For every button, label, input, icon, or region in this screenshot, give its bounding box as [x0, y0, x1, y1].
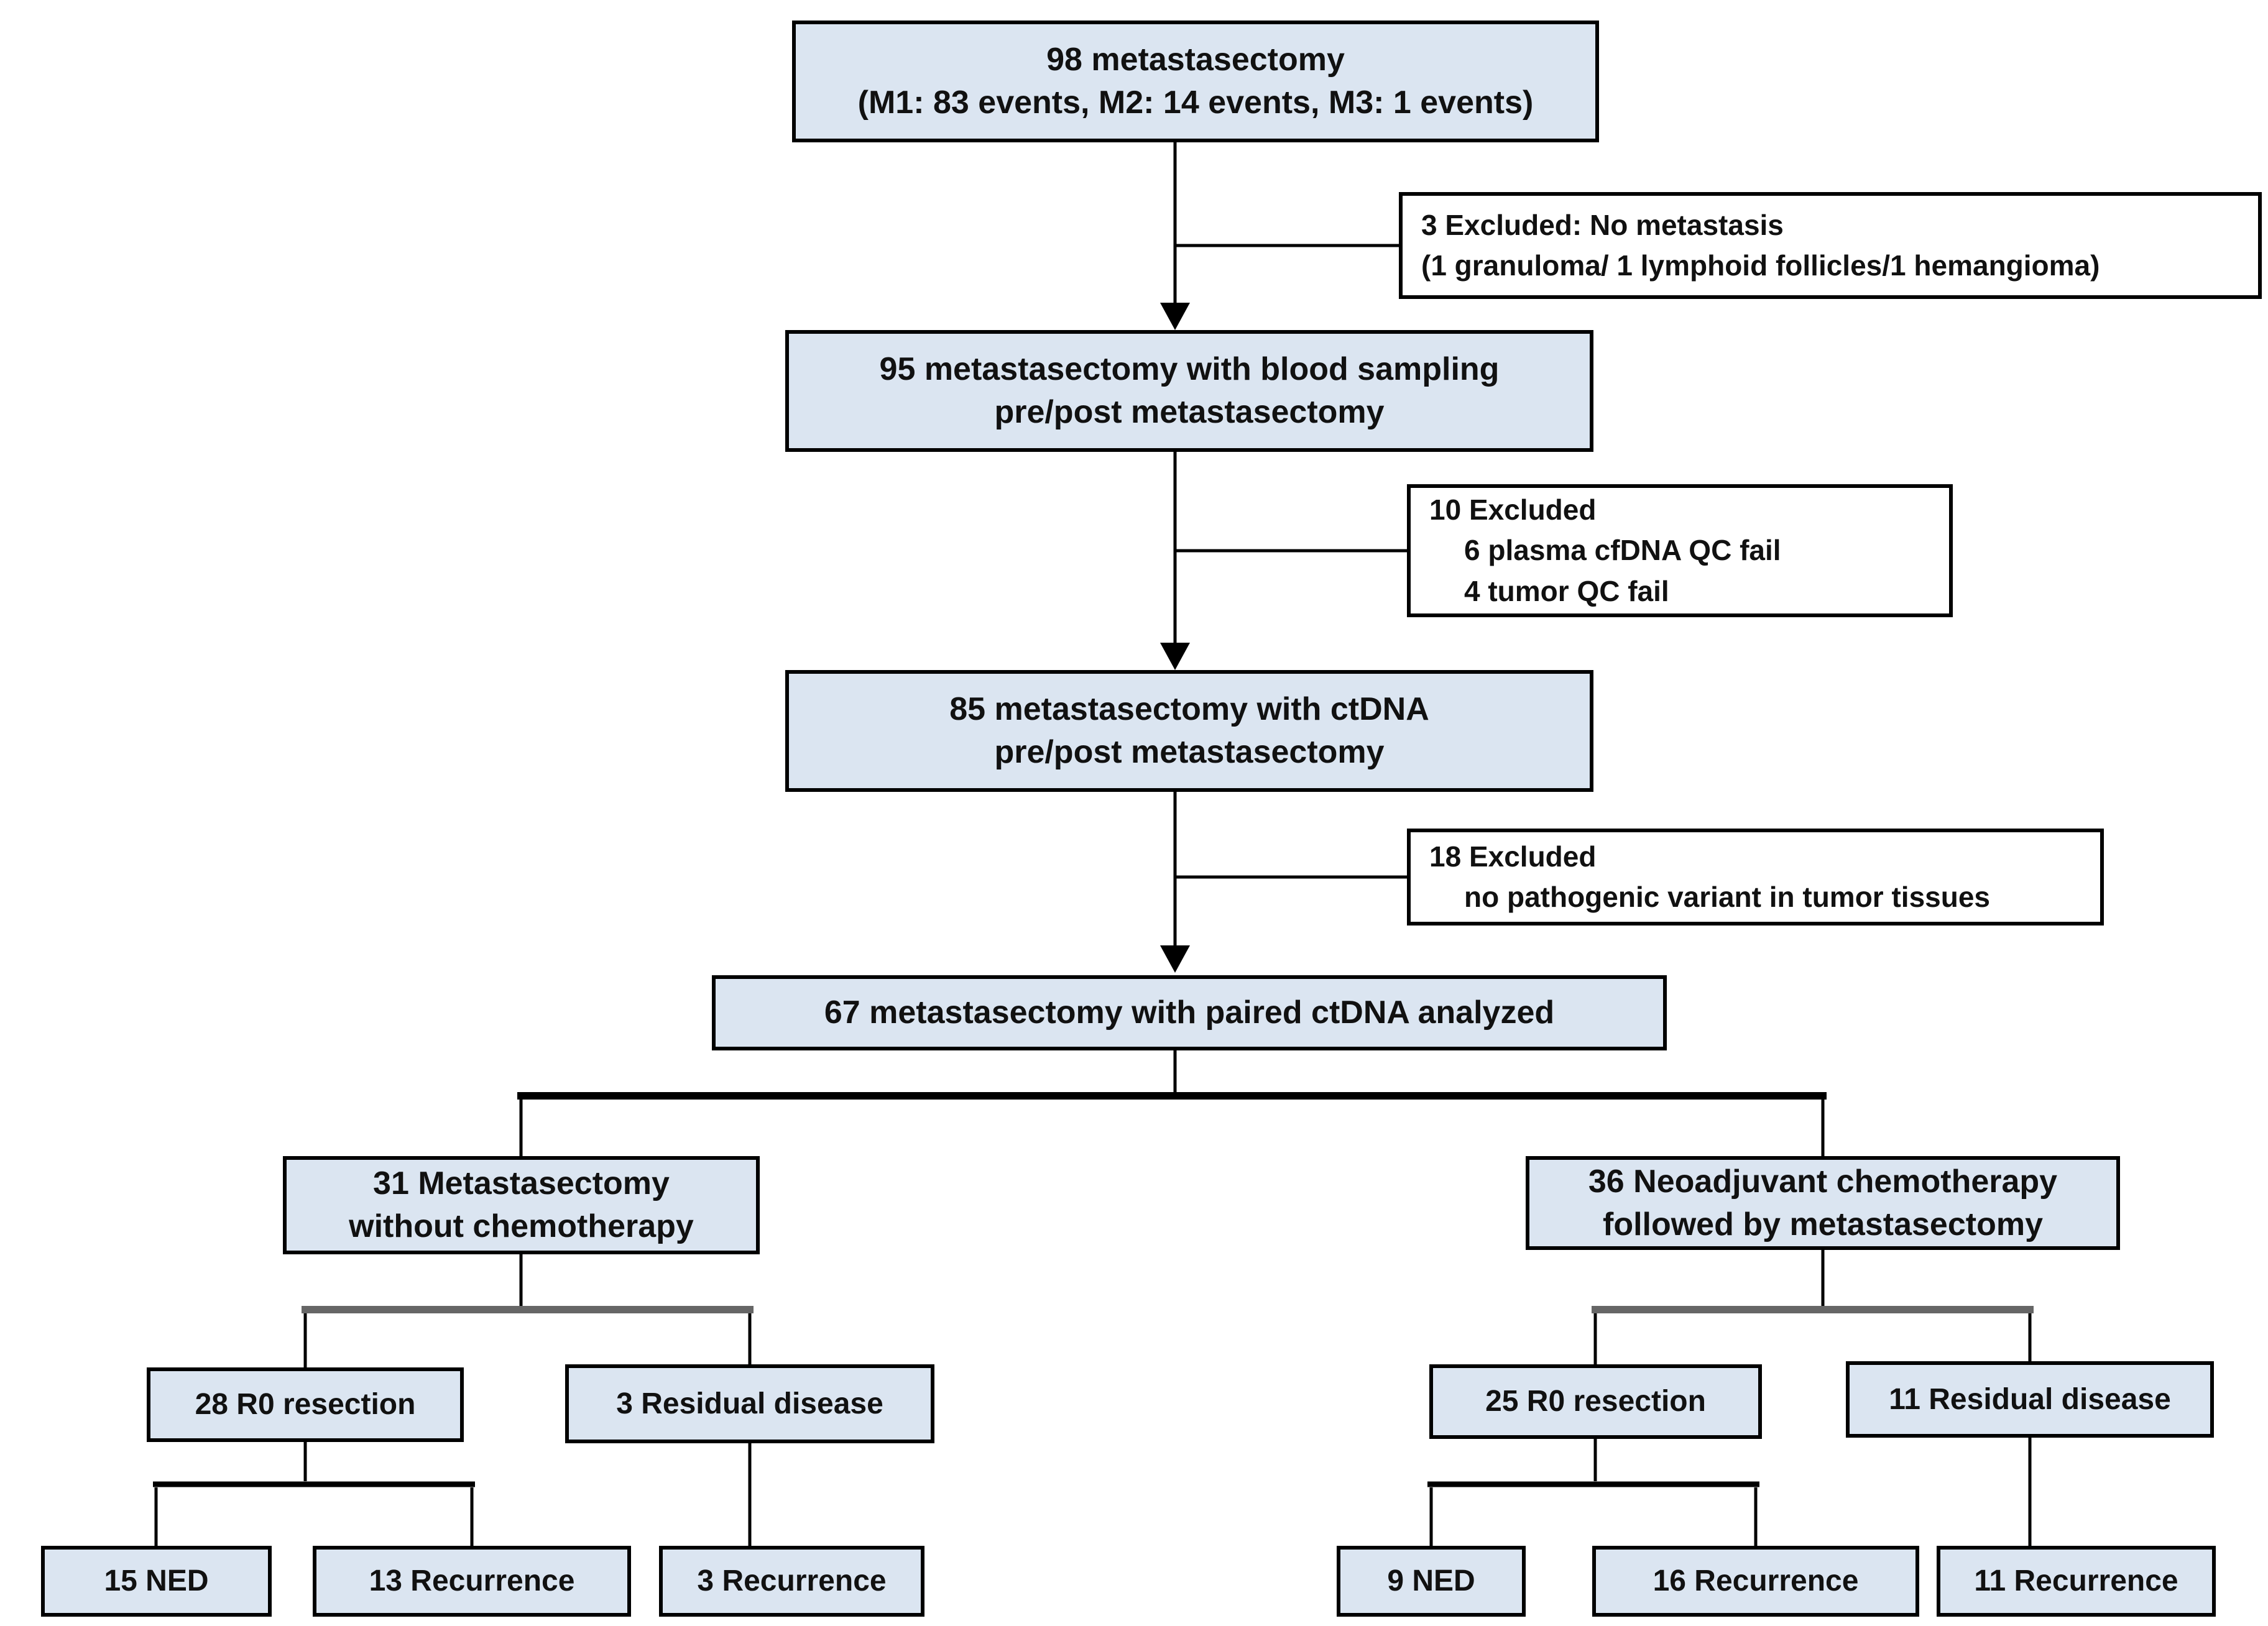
node-text-line: no pathogenic variant in tumor tissues	[1464, 881, 1991, 913]
node-16-recurrence: 16 Recurrence	[1592, 1546, 1919, 1617]
node-31-metastasectomy-without-chemo: 31 Metastasectomy without chemotherapy	[283, 1156, 760, 1254]
node-text-line: 25 R0 resection	[1485, 1385, 1706, 1418]
node-85-ctdna: 85 metastasectomy with ctDNA pre/post me…	[785, 670, 1593, 792]
node-text-line: 11 Residual disease	[1889, 1382, 2171, 1416]
node-text-line: pre/post metastasectomy	[994, 734, 1385, 770]
arrow-down-icon	[1160, 945, 1190, 973]
node-3-recurrence: 3 Recurrence	[659, 1546, 924, 1617]
node-text-line: 9 NED	[1387, 1564, 1475, 1598]
branch-split-connectors	[517, 1050, 1827, 1156]
exclusion-branch-connectors	[1175, 244, 1407, 879]
node-13-recurrence: 13 Recurrence	[313, 1546, 631, 1617]
node-text-line: (M1: 83 events, M2: 14 events, M3: 1 eve…	[857, 85, 1534, 121]
node-text-line: 31 Metastasectomy	[373, 1165, 670, 1202]
node-text-line: 15 NED	[104, 1564, 209, 1598]
right-subtree-connectors	[1427, 1250, 2034, 1546]
node-36-neoadjuvant-chemo: 36 Neoadjuvant chemotherapy followed by …	[1526, 1156, 2120, 1250]
node-3-residual-disease: 3 Residual disease	[565, 1364, 934, 1443]
node-text-line: 11 Recurrence	[1974, 1564, 2178, 1598]
node-text-line: 28 R0 resection	[195, 1388, 416, 1422]
node-text-line: 3 Residual disease	[616, 1387, 883, 1420]
node-28-r0-resection: 28 R0 resection	[147, 1367, 464, 1442]
node-text-line: 18 Excluded	[1429, 840, 1597, 873]
node-9-ned: 9 NED	[1337, 1546, 1526, 1617]
node-15-ned: 15 NED	[41, 1546, 272, 1617]
node-excluded-qc-fail: 10 Excluded 6 plasma cfDNA QC fail 4 tum…	[1407, 484, 1953, 617]
node-text-line: 6 plasma cfDNA QC fail	[1464, 534, 1781, 567]
node-11-recurrence: 11 Recurrence	[1937, 1546, 2216, 1617]
node-text-line: followed by metastasectomy	[1603, 1206, 2043, 1242]
node-25-r0-resection: 25 R0 resection	[1429, 1364, 1762, 1439]
node-text-line: 36 Neoadjuvant chemotherapy	[1588, 1163, 2058, 1200]
node-98-metastasectomy: 98 metastasectomy (M1: 83 events, M2: 14…	[792, 21, 1599, 142]
node-95-blood-sampling: 95 metastasectomy with blood sampling pr…	[785, 330, 1593, 452]
node-text-line: 10 Excluded	[1429, 494, 1597, 526]
arrow-down-icon	[1160, 643, 1190, 670]
node-excluded-no-variant: 18 Excluded no pathogenic variant in tum…	[1407, 829, 2104, 926]
node-text-line: 13 Recurrence	[369, 1564, 575, 1598]
node-text-line: 3 Excluded: No metastasis	[1421, 208, 1784, 241]
node-excluded-no-metastasis: 3 Excluded: No metastasis (1 granuloma/ …	[1399, 192, 2262, 299]
node-text-line: 3 Recurrence	[697, 1564, 887, 1598]
node-11-residual-disease: 11 Residual disease	[1846, 1361, 2214, 1438]
node-text-line: 85 metastasectomy with ctDNA	[949, 691, 1429, 728]
node-text-line: 4 tumor QC fail	[1464, 574, 1669, 607]
main-spine-connectors	[1160, 142, 1190, 973]
arrow-down-icon	[1160, 303, 1190, 330]
node-67-paired-ctdna: 67 metastasectomy with paired ctDNA anal…	[712, 975, 1667, 1050]
node-text-line: 98 metastasectomy	[1046, 42, 1345, 78]
node-text-line: 67 metastasectomy with paired ctDNA anal…	[824, 994, 1555, 1031]
node-text-line: (1 granuloma/ 1 lymphoid follicles/1 hem…	[1421, 249, 2100, 282]
node-text-line: without chemotherapy	[349, 1208, 694, 1244]
node-text-line: 95 metastasectomy with blood sampling	[879, 351, 1500, 388]
node-text-line: 16 Recurrence	[1653, 1564, 1859, 1598]
left-subtree-connectors	[153, 1254, 754, 1546]
node-text-line: pre/post metastasectomy	[994, 394, 1385, 430]
